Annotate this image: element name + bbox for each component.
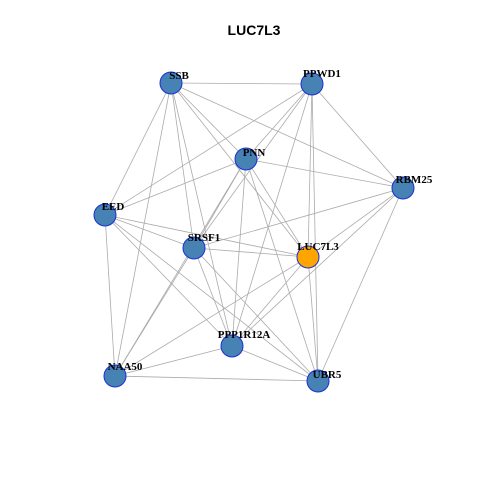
node-ppwd1[interactable] bbox=[300, 72, 324, 96]
edge-ppwd1-eed bbox=[104, 83, 313, 216]
node-luc7l3[interactable] bbox=[296, 245, 320, 269]
edge-ssb-rbm25 bbox=[170, 82, 404, 189]
edge-ppp1r12a-ubr5 bbox=[231, 345, 319, 382]
node-label-ubr5: UBR5 bbox=[313, 369, 342, 381]
edge-ppwd1-ubr5 bbox=[311, 83, 319, 382]
edge-eed-srsf1 bbox=[104, 214, 195, 249]
edge-pnn-luc7l3 bbox=[245, 158, 309, 258]
node-layer bbox=[93, 71, 415, 393]
edge-srsf1-luc7l3 bbox=[193, 247, 309, 258]
edge-ppp1r12a-naa50 bbox=[114, 345, 233, 377]
node-naa50[interactable] bbox=[103, 364, 127, 388]
node-ppp1r12a[interactable] bbox=[220, 334, 244, 358]
edge-srsf1-naa50 bbox=[114, 247, 195, 377]
edge-ppwd1-ppp1r12a bbox=[231, 83, 313, 347]
node-pnn[interactable] bbox=[234, 147, 258, 171]
edge-pnn-rbm25 bbox=[245, 158, 404, 189]
edge-layer bbox=[104, 82, 404, 382]
edge-srsf1-ppp1r12a bbox=[193, 247, 233, 347]
node-label-eed: EED bbox=[102, 201, 125, 213]
edge-rbm25-luc7l3 bbox=[307, 187, 404, 258]
edge-pnn-ppp1r12a bbox=[231, 158, 247, 347]
edge-ssb-pnn bbox=[170, 82, 247, 160]
edge-ssb-ppp1r12a bbox=[170, 82, 233, 347]
edge-eed-ubr5 bbox=[104, 214, 319, 382]
node-ubr5[interactable] bbox=[306, 369, 330, 393]
edge-luc7l3-ubr5 bbox=[307, 256, 319, 382]
edge-pnn-ubr5 bbox=[245, 158, 319, 382]
node-eed[interactable] bbox=[93, 203, 117, 227]
edge-pnn-eed bbox=[104, 158, 247, 216]
edge-naa50-ubr5 bbox=[114, 375, 319, 382]
edge-srsf1-ubr5 bbox=[193, 247, 319, 382]
edge-rbm25-srsf1 bbox=[193, 187, 404, 249]
edge-ppwd1-pnn bbox=[245, 83, 313, 160]
node-ssb[interactable] bbox=[159, 71, 183, 95]
graph-title: LUC7L3 bbox=[228, 22, 281, 38]
node-label-srsf1: SRSF1 bbox=[188, 232, 220, 244]
edge-eed-ppp1r12a bbox=[104, 214, 233, 347]
node-srsf1[interactable] bbox=[182, 236, 206, 260]
node-label-rbm25: RBM25 bbox=[396, 174, 433, 186]
edge-eed-luc7l3 bbox=[104, 214, 309, 258]
edge-ssb-ppwd1 bbox=[170, 82, 313, 85]
node-label-naa50: NAA50 bbox=[108, 361, 143, 373]
edge-ssb-eed bbox=[104, 82, 172, 216]
edge-luc7l3-ppp1r12a bbox=[231, 256, 309, 347]
node-label-ppp1r12a: PPP1R12A bbox=[218, 329, 271, 341]
edge-pnn-naa50 bbox=[114, 158, 247, 377]
edge-luc7l3-naa50 bbox=[114, 256, 309, 377]
edge-ppwd1-rbm25 bbox=[311, 83, 404, 189]
node-label-ppwd1: PPWD1 bbox=[303, 68, 341, 80]
edge-rbm25-ubr5 bbox=[317, 187, 404, 382]
node-label-luc7l3: LUC7L3 bbox=[297, 241, 339, 253]
edge-eed-naa50 bbox=[104, 214, 116, 377]
node-label-pnn: PNN bbox=[243, 147, 266, 159]
node-rbm25[interactable] bbox=[391, 176, 415, 200]
node-label-ssb: SSB bbox=[169, 70, 189, 82]
